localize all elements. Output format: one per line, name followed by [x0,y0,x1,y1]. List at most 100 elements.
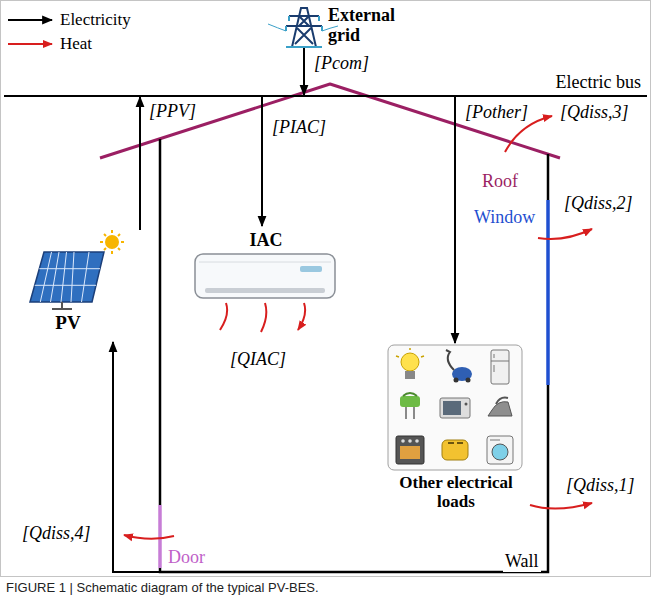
node-title: PV [20,230,116,334]
washer-icon [492,444,508,460]
appliance-panel [388,345,522,470]
grid-node: External grid [282,2,414,48]
transmission-tower [295,16,313,44]
air-conditioner [220,303,305,332]
part-label: Door [166,546,207,568]
power-flow-arrow [303,48,305,95]
loads-node: Other electrical loads [380,343,532,511]
sun-symbol [100,230,124,254]
bulb-icon [405,371,415,379]
transmission-tower [292,8,316,47]
heat-arrows [124,535,174,539]
air-conditioner [195,254,335,332]
power-label: [Pcom] [312,52,371,74]
heat-label: [Qdiss,2] [562,192,635,214]
power-flow-arrow [454,97,456,343]
oven-icon [415,439,419,443]
node-title: External grid [328,2,412,45]
transmission-tower [268,8,338,47]
sun-symbol [100,230,124,254]
legend: ElectricityHeat [6,8,131,56]
pv-panel [30,252,104,302]
fridge-icon [491,354,509,372]
oven-icon [396,436,424,464]
heat-arrows [538,229,592,239]
mixer-icon [403,393,417,396]
sun-symbol [105,235,119,249]
part-label: Window [472,206,537,228]
washer-icon [487,436,513,464]
power-flow-arrow [139,97,141,230]
heat-label: [Qdiss,1] [564,474,637,496]
heat-arrows [124,116,592,539]
house-walls [160,139,548,572]
oven-icon [401,439,405,443]
oven-icon [408,439,412,443]
mixer-icon [400,393,420,419]
iron-icon [488,402,512,416]
transmission-tower [268,24,338,31]
figure-frame [1,1,651,577]
iron-icon [488,398,512,416]
electric-bus: Electric bus [4,95,647,97]
legend-sample [6,13,54,27]
power-flow-arrow [261,97,263,226]
pv-panel [52,302,72,309]
fridge-icon [491,350,509,384]
iac-node: IAC [185,226,347,344]
microwave-icon [443,401,461,415]
legend-item: Heat [6,32,131,56]
bulb-icon [396,348,424,357]
washer-icon [490,440,500,441]
transmission-tower [286,46,322,48]
power-label: [PPV] [147,100,198,122]
house-walls [546,200,550,385]
legend-sample [6,37,54,51]
toaster-icon [442,440,468,460]
node-title: Other electrical loads [380,343,532,511]
legend-arrow [8,43,52,45]
vacuum-icon [454,378,459,383]
pv-node: PV [20,230,148,338]
node-title: IAC [185,226,347,251]
bulb-icon [401,353,419,371]
house-walls [160,139,548,572]
mixer-icon [406,407,414,419]
air-conditioner [300,266,322,272]
heat-label: [Qdiss,3] [558,101,631,123]
bulb-icon [396,348,424,379]
toaster-icon [442,440,468,460]
legend-text: Heat [60,34,92,54]
pv-panel [30,252,104,309]
microwave-icon [465,403,468,406]
power-label: [Pother] [463,101,530,123]
microwave-icon [440,398,470,418]
heat-label: [Qdiss,4] [20,522,93,544]
house-walls [158,505,162,568]
node-title: Electric bus [556,72,641,92]
legend-arrow [8,19,52,21]
legend-text: Electricity [60,10,131,30]
vacuum-icon [446,350,454,370]
oven-icon [396,436,424,464]
air-conditioner [195,254,335,298]
washer-icon [487,436,513,464]
power-label: [PIAC] [270,116,328,138]
pv-panel [35,252,100,302]
part-label: Roof [480,170,520,192]
heat-label: [QIAC] [228,348,288,370]
figure-caption: FIGURE 1 | Schematic diagram of the typi… [6,580,319,596]
fridge-icon [491,350,509,384]
part-label: Wall [503,550,541,572]
vacuum-icon [446,350,472,383]
air-conditioner [199,262,331,263]
legend-item: Electricity [6,8,131,32]
toaster-icon [448,442,463,444]
oven-icon [400,446,420,459]
mixer-icon [400,396,420,407]
appliance-panel [388,345,522,470]
transmission-tower [286,16,322,31]
vacuum-icon [466,378,471,383]
